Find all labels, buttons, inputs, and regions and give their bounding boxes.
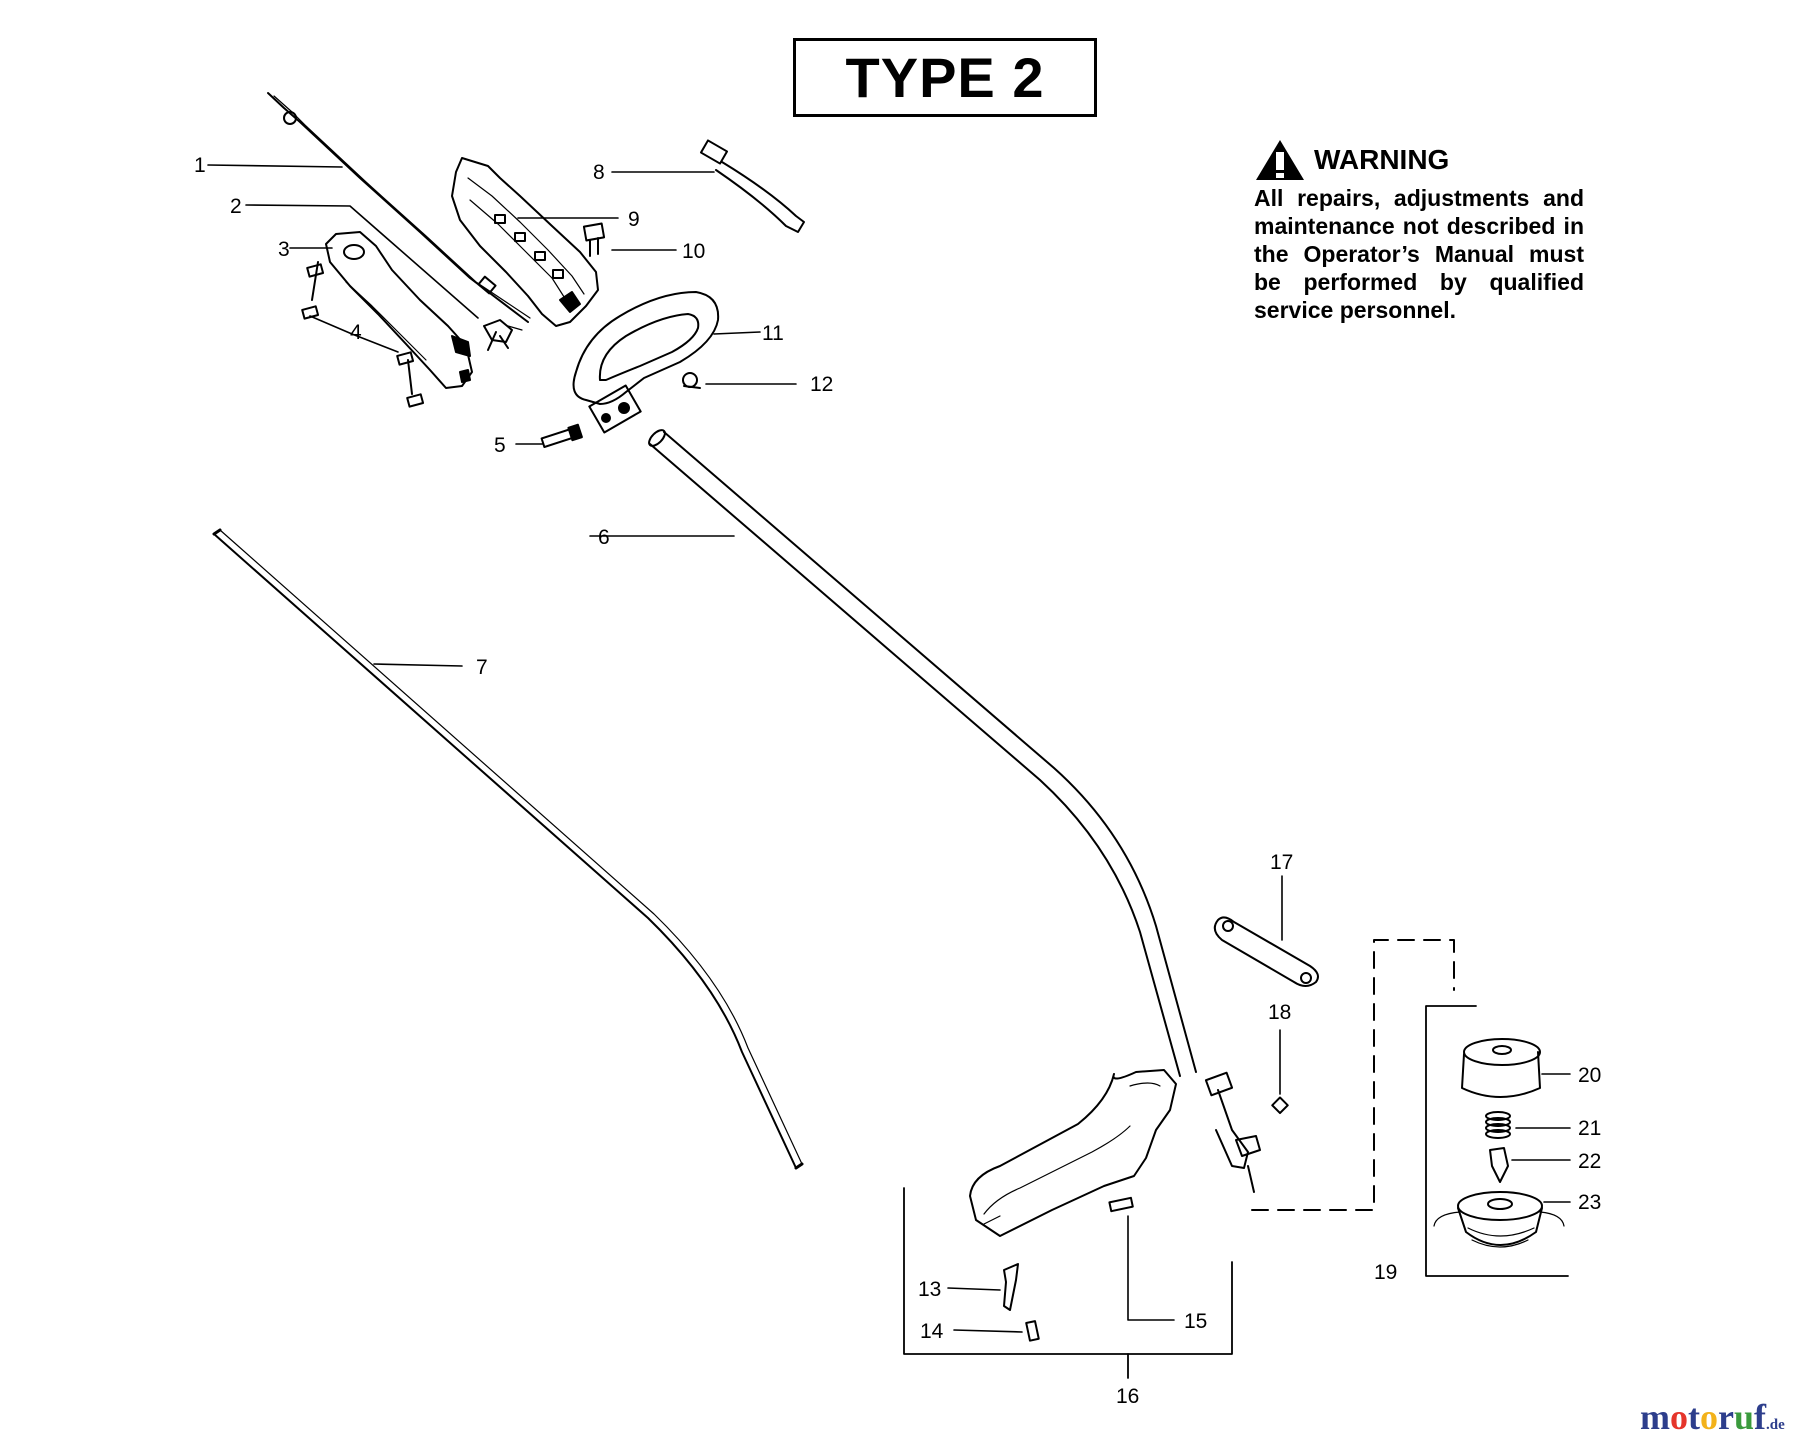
callout-16: 16 (1116, 1385, 1140, 1408)
part-guard-screw (1025, 1320, 1040, 1342)
callout-5: 5 (494, 434, 506, 457)
part-handle-housing-right (451, 157, 599, 327)
callout-17: 17 (1270, 851, 1294, 874)
warning-notice: WARNING All repairs, adjustments and mai… (1254, 136, 1584, 324)
part-drive-shaft-tube (648, 429, 1261, 1193)
callout-3: 3 (278, 238, 290, 261)
callout-14: 14 (920, 1320, 944, 1343)
part-flexible-drive-cable (212, 528, 804, 1170)
callout-7: 7 (476, 656, 488, 679)
part-spring (1485, 1111, 1511, 1139)
callout-4: 4 (350, 321, 362, 344)
warning-triangle-icon (1256, 140, 1304, 180)
logo-letter: o (1670, 1397, 1688, 1437)
callout-18: 18 (1268, 1001, 1292, 1024)
logo-letter: u (1733, 1397, 1755, 1437)
dashed-connector (1249, 939, 1455, 1213)
logo-letter: r (1718, 1397, 1734, 1437)
callout-15: 15 (1184, 1310, 1208, 1333)
part-small-nut (1271, 1096, 1289, 1115)
part-line-cutter (1003, 1263, 1019, 1311)
callout-22: 22 (1578, 1150, 1602, 1173)
part-throttle-cable (267, 92, 531, 323)
callout-20: 20 (1578, 1064, 1602, 1087)
type-label-box: TYPE 2 (793, 38, 1097, 117)
part-guard-screw-2 (1108, 1196, 1134, 1213)
callout-1: 1 (194, 154, 206, 177)
leader-lines (207, 164, 1571, 1333)
logo-letter: o (1700, 1397, 1718, 1437)
logo-letter: f (1754, 1397, 1767, 1437)
motoruf-logo: motoruf.de (1640, 1396, 1785, 1438)
logo-letter: m (1640, 1397, 1670, 1437)
callout-6: 6 (598, 526, 610, 549)
part-bolt (540, 423, 583, 449)
part-wrench (1213, 916, 1319, 987)
warning-heading: WARNING (1314, 144, 1450, 175)
part-handle-housing-left (325, 231, 473, 389)
part-switch (582, 222, 606, 257)
callout-21: 21 (1578, 1117, 1602, 1140)
logo-tld: .de (1766, 1417, 1785, 1433)
page-title: TYPE 2 (845, 46, 1045, 109)
callout-10: 10 (682, 240, 706, 263)
group-bracket-19 (1425, 1005, 1569, 1277)
callout-13: 13 (918, 1278, 942, 1301)
warning-body: All repairs, adjustments and maintenance… (1254, 185, 1584, 323)
callout-23: 23 (1578, 1191, 1602, 1214)
group-bracket-16 (903, 1187, 1233, 1355)
part-throttle-trigger (483, 319, 523, 351)
callout-8: 8 (593, 161, 605, 184)
callout-11: 11 (762, 322, 784, 345)
callout-12: 12 (810, 373, 834, 396)
part-screws (301, 261, 425, 408)
part-spool-insert (1489, 1147, 1509, 1183)
part-trimmer-guard (969, 1069, 1177, 1237)
part-loop-handle (572, 291, 720, 434)
part-nut (682, 372, 701, 389)
callout-19: 19 (1374, 1261, 1398, 1284)
logo-letter: t (1688, 1397, 1700, 1437)
callout-2: 2 (230, 195, 242, 218)
callout-9: 9 (628, 208, 640, 231)
part-trimmer-cover (1461, 1038, 1541, 1098)
part-spool (1433, 1191, 1565, 1248)
part-cable-clip (699, 139, 805, 233)
